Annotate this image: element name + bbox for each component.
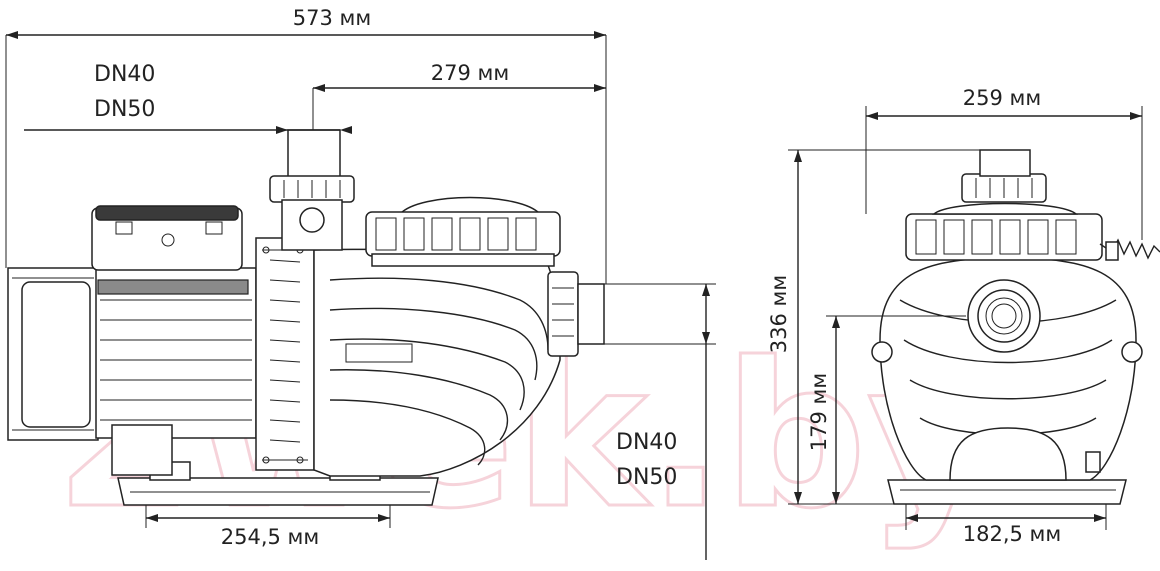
label-inlet-dn50: DN50 (94, 97, 155, 122)
motor-foot (111, 424, 173, 476)
dim-axis-height: 179 мм (807, 373, 831, 451)
outlet-pipe (577, 283, 605, 345)
motor-body (95, 267, 257, 439)
dim-base-length: 254,5 мм (221, 525, 319, 549)
side-housing (879, 257, 1137, 481)
inlet-pipe (287, 129, 341, 179)
dim-total-height: 336 мм (767, 275, 791, 353)
side-base (887, 479, 1127, 505)
strainer-lid-ring (365, 211, 561, 257)
side-inlet-pipe (979, 149, 1031, 177)
dim-base-width: 182,5 мм (963, 522, 1061, 546)
front-view (7, 129, 605, 506)
label-outlet-dn50: DN50 (616, 465, 677, 490)
front-dimensions (5, 31, 716, 560)
side-view (871, 149, 1160, 505)
dim-inlet-to-end: 279 мм (431, 61, 509, 85)
dim-total-length: 573 мм (293, 6, 371, 30)
label-inlet-dn40: DN40 (94, 62, 155, 87)
outlet-union (547, 271, 579, 357)
pump-flange (255, 237, 315, 471)
label-outlet-dn40: DN40 (616, 430, 677, 455)
dim-side-width: 259 мм (963, 86, 1041, 110)
side-dimensions (788, 106, 1143, 530)
side-lid-ring (905, 213, 1103, 261)
strainer-lid-dome (398, 196, 542, 215)
